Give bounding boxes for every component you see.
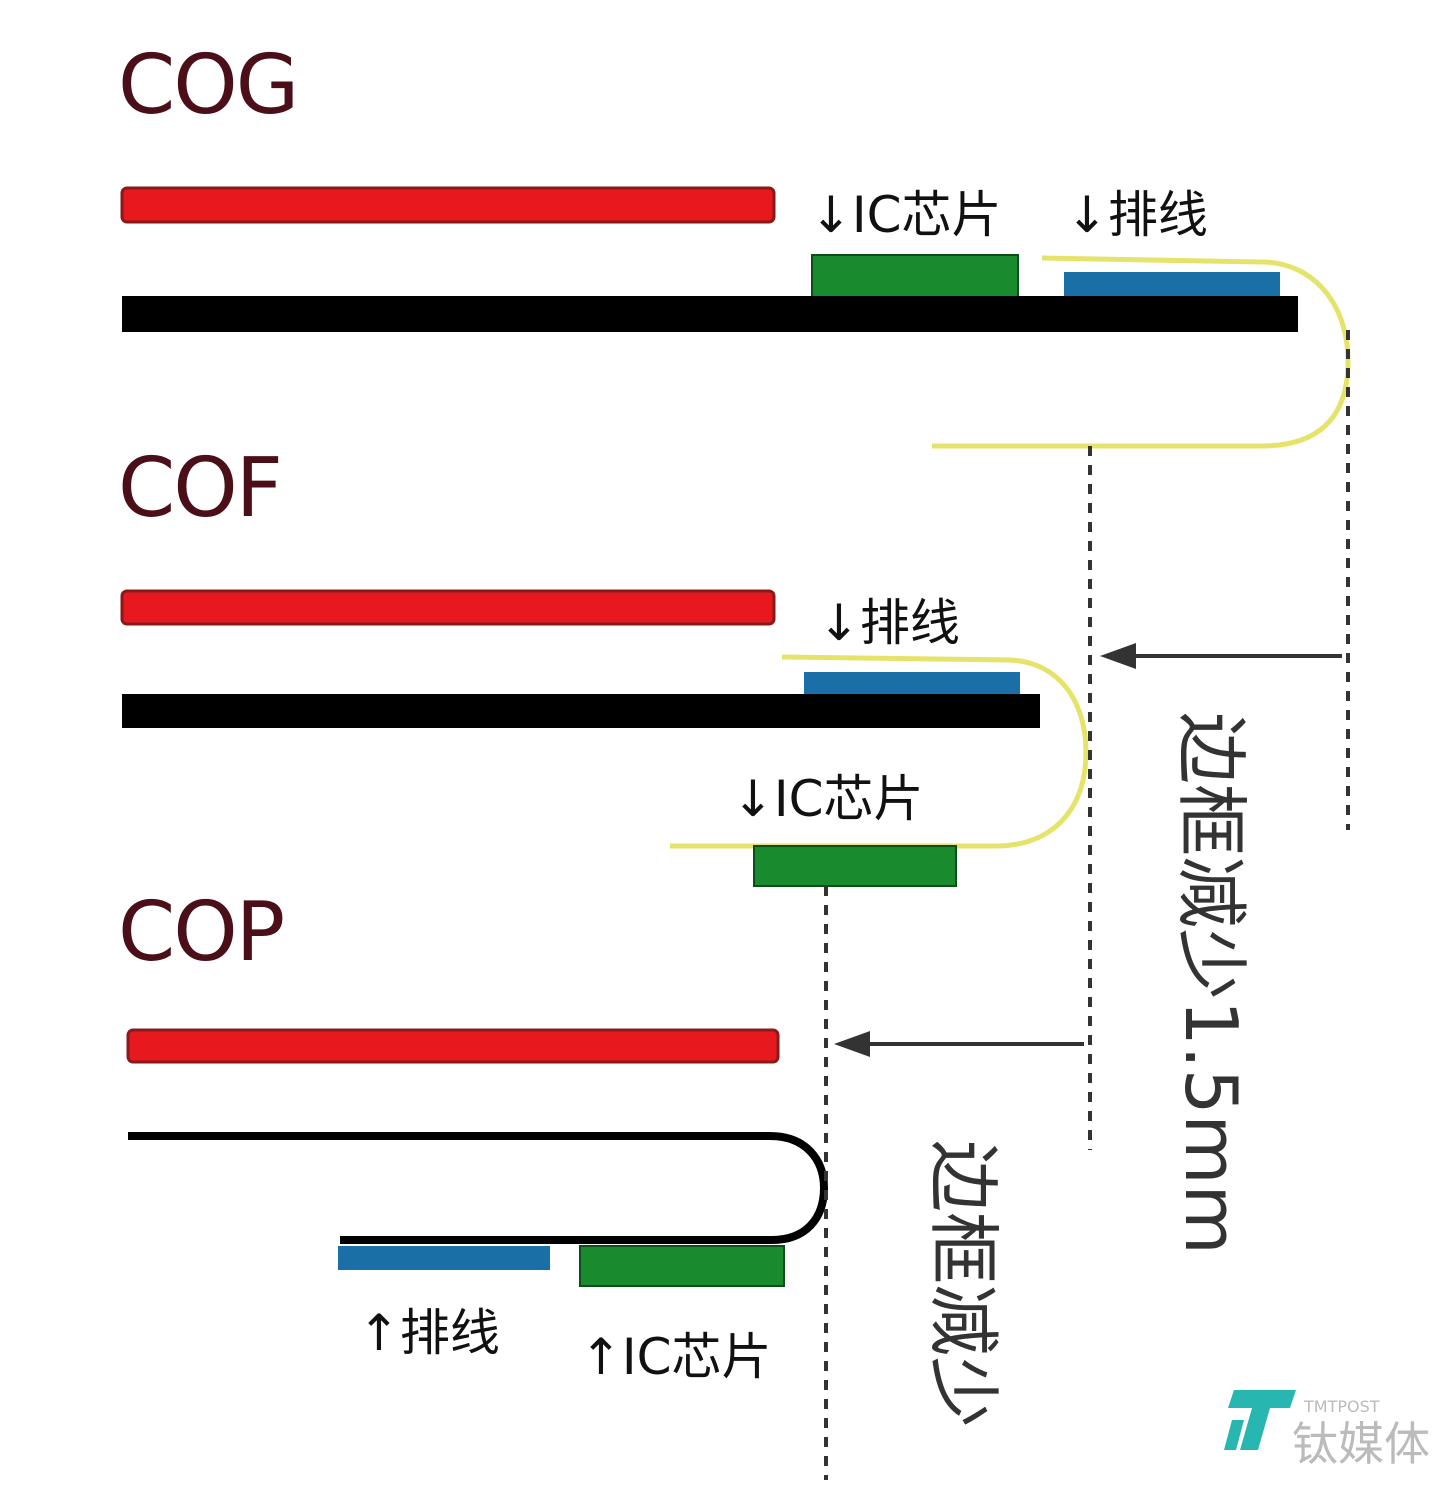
cog-display-layer: [120, 186, 776, 224]
cog-to-cof-arrowhead: [1100, 643, 1136, 669]
cof-title: COF: [118, 441, 281, 536]
frame-reduction-note: 边框减少: [921, 1140, 1005, 1428]
cop-display-layer: [126, 1028, 780, 1064]
watermark-large-text: 钛媒体: [1292, 1417, 1430, 1471]
cop-ic-chip: [579, 1245, 785, 1287]
tmtpost-logo: [1224, 1390, 1296, 1450]
cog-cable-pad: [1064, 272, 1280, 296]
cof-ic-label: ↓IC芯片: [732, 770, 924, 828]
cog-glass-substrate: [122, 296, 1298, 332]
cof-flex-cable: [670, 654, 1089, 849]
cof-to-cop-arrowhead: [834, 1031, 870, 1057]
cof-display-layer: [120, 589, 776, 626]
cop-ic-label: ↑IC芯片: [580, 1328, 772, 1386]
cof-cable-label: ↓排线: [818, 594, 960, 652]
cop-cable-pad: [338, 1246, 550, 1270]
cog-title: COG: [118, 38, 297, 133]
frame-reduction-1-5mm-note: 边框减少1.5mm: [1169, 712, 1253, 1255]
cof-glass-substrate: [122, 694, 1040, 728]
cof-ic-chip: [753, 845, 957, 887]
cog-ic-chip: [811, 254, 1019, 300]
cog-cable-label: ↓排线: [1066, 186, 1208, 244]
cog-ic-label: ↓IC芯片: [810, 186, 1002, 244]
cof-cable-pad: [804, 672, 1020, 696]
watermark-small-text: TMTPOST: [1303, 1397, 1380, 1416]
cog-flex-cable: [932, 255, 1351, 449]
cop-title: COP: [118, 885, 283, 980]
cop-plastic-substrate: [128, 1132, 829, 1244]
cop-cable-label: ↑排线: [358, 1304, 500, 1362]
